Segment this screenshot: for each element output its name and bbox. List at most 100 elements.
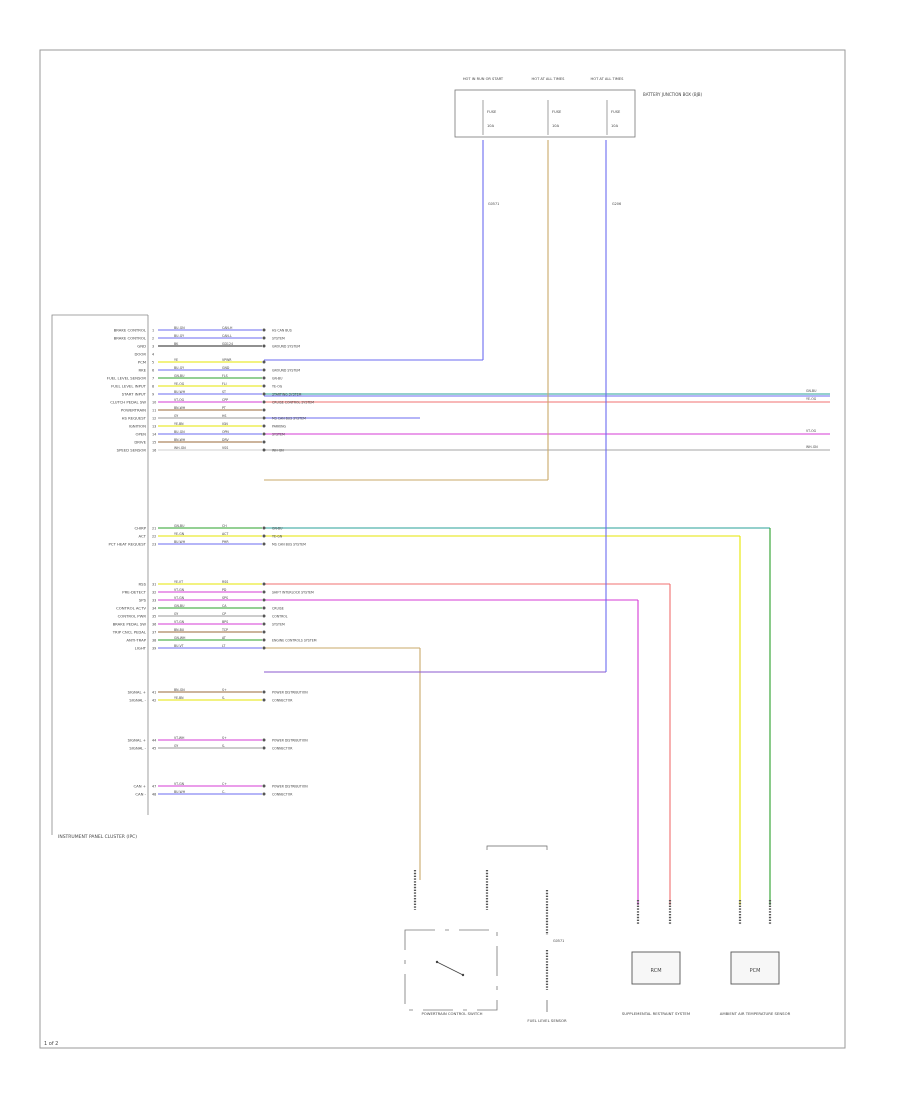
pin-number: 48 — [152, 793, 156, 797]
connector-dot — [262, 432, 266, 436]
pin-destination: YE-GN — [272, 535, 283, 539]
ground-component — [486, 845, 548, 1012]
wire-circuit-code: S+ — [222, 688, 227, 692]
fuse-value: 10A — [487, 124, 495, 128]
pin-number: 39 — [152, 647, 156, 651]
side-label: YE-OG — [806, 397, 817, 401]
pin-function-label: CHIRP — [134, 526, 146, 531]
pin-function-label: IGNITION — [129, 424, 146, 429]
diagram-border — [39, 49, 846, 1049]
pin-number: 34 — [152, 607, 156, 611]
footer-code: 1 of 2 — [44, 1041, 58, 1047]
wire-circuit-code: FLS — [222, 374, 228, 378]
wire-circuit-code: PT — [222, 406, 226, 410]
wire-color-code: YE-OG — [174, 382, 185, 386]
wire-color-code: GN-BU — [174, 604, 185, 608]
pin-number: 37 — [152, 631, 156, 635]
connector-dot — [262, 542, 266, 546]
wire-color-code: YE-VT — [174, 580, 183, 584]
pin-function-label: DRIVE — [134, 440, 146, 445]
connector-dot — [262, 598, 266, 602]
wire-color-code: WH-GN — [174, 446, 186, 450]
pin-destination: YE-OG — [272, 385, 283, 389]
pin-function-label: GND — [137, 344, 146, 349]
pin-function-label: POWERTRAIN — [121, 408, 146, 413]
side-label: VT-OG — [806, 429, 817, 433]
pin-number: 1 — [152, 329, 154, 333]
pin-number: 47 — [152, 785, 156, 789]
wire-color-code: VT-GN — [174, 782, 185, 786]
connector-dot — [262, 614, 266, 618]
wire-circuit-code: FLI — [222, 382, 227, 386]
wire-color-code: GN-BU — [174, 524, 185, 528]
pin-destination: GN-BU — [272, 527, 283, 531]
pin-function-label: CAN + — [134, 784, 146, 789]
wire-circuit-code: ACT — [222, 532, 228, 536]
pin-destination: CONNECTOR — [272, 793, 293, 797]
connector-dot — [262, 400, 266, 404]
wire-color-code: GY — [174, 744, 178, 748]
connector-dot — [262, 384, 266, 388]
connector-dot — [262, 408, 266, 412]
wire-color-code: BU-VT — [174, 644, 184, 648]
fuse-box — [454, 89, 636, 138]
pcm-component: PCM — [730, 951, 780, 985]
connector-dot — [262, 646, 266, 650]
connector-dot — [262, 746, 266, 750]
pin-destination: POWER DISTRIBUTION — [272, 691, 308, 695]
pin-number: 3 — [152, 345, 154, 349]
pin-number: 16 — [152, 449, 156, 453]
wire-circuit-code: TCP — [221, 628, 228, 632]
pin-number: 41 — [152, 691, 156, 695]
wire-circuit-code: OPN — [222, 430, 229, 434]
pin-number: 32 — [152, 591, 156, 595]
pin-function-label: SIGNAL + — [128, 690, 146, 695]
connector-dot — [262, 424, 266, 428]
wire-circuit-code: SPS — [222, 596, 228, 600]
wire-circuit-code: GD124 — [222, 342, 233, 346]
pin-destination: SYSTEM — [272, 623, 285, 627]
connector-dot — [262, 448, 266, 452]
pin-number: 8 — [152, 385, 154, 389]
fuse-title: HOT AT ALL TIMES — [532, 77, 566, 81]
pin-function-label: TRIP CNCL PEDAL — [112, 630, 147, 635]
pin-number: 10 — [152, 401, 156, 405]
pin-function-label: FUEL LEVEL INPUT — [111, 384, 147, 389]
pin-number: 31 — [152, 583, 156, 587]
connector-dot — [262, 582, 266, 586]
connector-dot — [262, 690, 266, 694]
pin-destination: CRUISE — [272, 607, 284, 611]
pin-number: 22 — [152, 535, 156, 539]
pin-function-label: CONTROL PWR — [118, 614, 147, 619]
pin-function-label: SIGNAL - — [129, 698, 146, 703]
pin-number: 4 — [152, 353, 154, 357]
pin-number: 7 — [152, 377, 154, 381]
connector-dot — [262, 738, 266, 742]
connector-dot — [262, 792, 266, 796]
pin-function-label: FUEL LEVEL SENSOR — [107, 376, 147, 381]
wire-color-code: YE-GN — [174, 532, 185, 536]
svg-text:RCM: RCM — [650, 968, 661, 974]
wire-color-code: BN-BU — [174, 628, 185, 632]
connector-dot — [262, 416, 266, 420]
connector-dot — [262, 784, 266, 788]
connector-dot — [262, 526, 266, 530]
pin-number: 12 — [152, 417, 156, 421]
connector-dot — [262, 336, 266, 340]
pin-function-label: RKE — [138, 368, 146, 373]
wire-color-code: BU-GY — [174, 366, 184, 370]
fuse-name: FUSE — [611, 110, 621, 114]
pin-number: 5 — [152, 361, 154, 365]
pin-number: 23 — [152, 543, 156, 547]
pin-function-label: BRAKE PEDAL SW — [113, 622, 147, 627]
wire-circuit-code: CA — [222, 604, 227, 608]
pin-function-label: START INPUT — [122, 392, 147, 397]
pin-function-label: PCM — [138, 360, 146, 365]
pin-destination: CRUISE CONTROL SYSTEM — [272, 401, 314, 405]
pin-destination: CONNECTOR — [272, 747, 293, 751]
pin-destination: POWER DISTRIBUTION — [272, 739, 308, 743]
wire-color-code: BU-GY — [174, 334, 184, 338]
pin-destination: SYSTEM — [272, 433, 285, 437]
pin-number: 33 — [152, 599, 156, 603]
pin-destination: POWER DISTRIBUTION — [272, 785, 308, 789]
